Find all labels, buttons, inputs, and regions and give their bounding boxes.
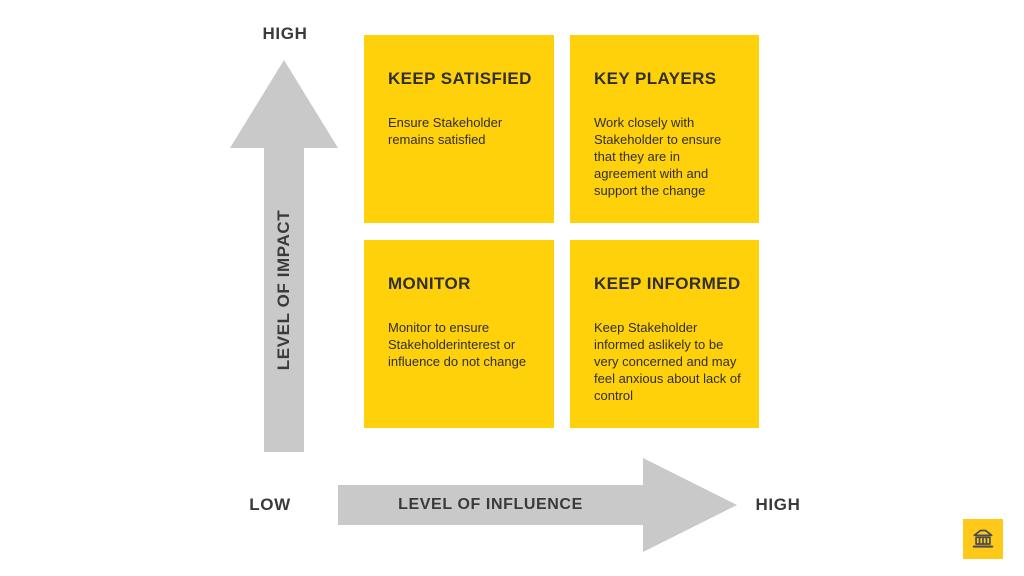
y-axis-high-label: HIGH <box>262 24 308 43</box>
y-axis-arrowhead-up-icon <box>230 60 338 148</box>
x-axis-arrowhead-right-icon <box>643 458 737 552</box>
quadrant-monitor: MONITOR Monitor to ensure Stakeholderint… <box>364 240 554 428</box>
quadrant-keep-satisfied: KEEP SATISFIED Ensure Stakeholder remain… <box>364 35 554 223</box>
quadrant-description: Monitor to ensure Stakeholderinterest or… <box>388 320 527 369</box>
quadrant-description: Keep Stakeholder informed aslikely to be… <box>594 320 741 403</box>
bank-icon <box>970 526 996 552</box>
y-axis-label: LEVEL OF IMPACT <box>274 209 293 371</box>
quadrant-keep-informed: KEEP INFORMED Keep Stakeholder informed … <box>570 240 759 428</box>
quadrant-description: Ensure Stakeholder remains satisfied <box>388 115 503 147</box>
y-axis-arrow-shaft <box>264 147 304 452</box>
quadrant-title: KEEP INFORMED <box>594 274 741 293</box>
quadrant-title: KEEP SATISFIED <box>388 69 532 88</box>
x-axis-high-label: HIGH <box>755 495 801 514</box>
x-axis-arrow-shaft: LEVEL OF INFLUENCE <box>338 485 643 525</box>
quadrant-description: Work closely with Stakeholder to ensure … <box>594 115 722 198</box>
quadrant-title: MONITOR <box>388 274 471 293</box>
quadrant-key-players: KEY PLAYERS Work closely with Stakeholde… <box>570 35 759 223</box>
bank-logo-badge <box>963 519 1003 559</box>
quadrant-title: KEY PLAYERS <box>594 69 717 88</box>
x-axis-label: LEVEL OF INFLUENCE <box>398 496 583 513</box>
x-axis-low-label: LOW <box>249 495 291 514</box>
